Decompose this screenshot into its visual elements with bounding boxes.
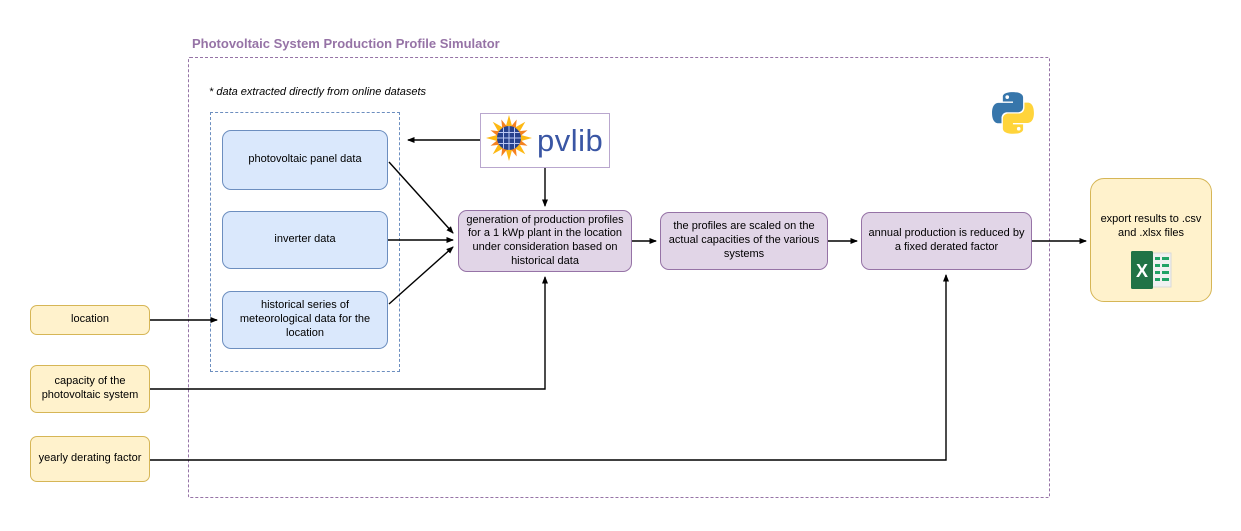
node-label: capacity of the photovoltaic system: [41, 375, 139, 401]
pvlib-logo-box: pvlib: [480, 113, 610, 168]
node-label: historical series of meteorological data…: [239, 299, 371, 339]
node-location: location: [30, 305, 150, 335]
node-label: annual production is reduced by a fixed …: [868, 227, 1025, 253]
node-label: export results to .csv and .xlsx files: [1100, 213, 1202, 239]
excel-x-letter: X: [1136, 261, 1148, 281]
node-inverter-data: inverter data: [222, 211, 388, 269]
diagram-title: Photovoltaic System Production Profile S…: [192, 36, 500, 51]
node-profiles-scaling: the profiles are scaled on the actual ca…: [660, 212, 828, 270]
node-yearly-derating-factor: yearly derating factor: [30, 436, 150, 482]
node-label: the profiles are scaled on the actual ca…: [668, 220, 820, 260]
node-photovoltaic-panel-data: photovoltaic panel data: [222, 130, 388, 190]
node-generation-profiles: generation of production profiles for a …: [458, 210, 632, 272]
node-label: generation of production profiles for a …: [466, 213, 624, 267]
sun-solar-panel-icon: [485, 114, 533, 167]
node-capacity: capacity of the photovoltaic system: [30, 365, 150, 413]
node-label: inverter data: [274, 233, 336, 246]
data-source-note: * data extracted directly from online da…: [209, 86, 427, 98]
excel-icon: X: [1129, 250, 1173, 294]
pvlib-wordmark: pvlib: [537, 122, 604, 158]
python-logo: [992, 90, 1034, 136]
node-export-results: export results to .csv and .xlsx files X: [1090, 178, 1212, 302]
node-derated-production: annual production is reduced by a fixed …: [861, 212, 1032, 270]
node-label: location: [71, 313, 109, 326]
node-meteorological-data: historical series of meteorological data…: [222, 291, 388, 349]
node-label: photovoltaic panel data: [248, 153, 362, 166]
node-label: yearly derating factor: [38, 452, 142, 465]
